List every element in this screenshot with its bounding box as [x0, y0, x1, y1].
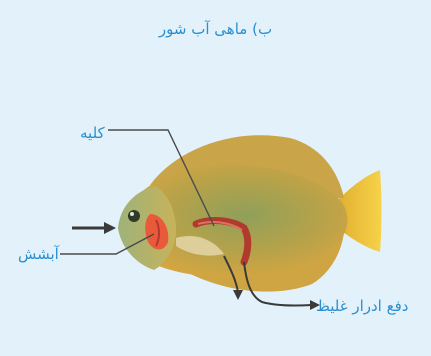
diagram-title: ب) ماهی آب شور: [0, 20, 431, 38]
fish-eye-highlight: [130, 212, 134, 216]
gill-label: آبشش: [18, 245, 59, 263]
water-inflow-arrow-icon: [72, 222, 116, 234]
waste-outflow-arrow-icon: [233, 290, 243, 300]
urine-excretion-label: دفع ادرار غلیظ: [316, 297, 408, 315]
fish-eye: [128, 210, 140, 222]
kidney-label: کلیه: [80, 124, 105, 142]
